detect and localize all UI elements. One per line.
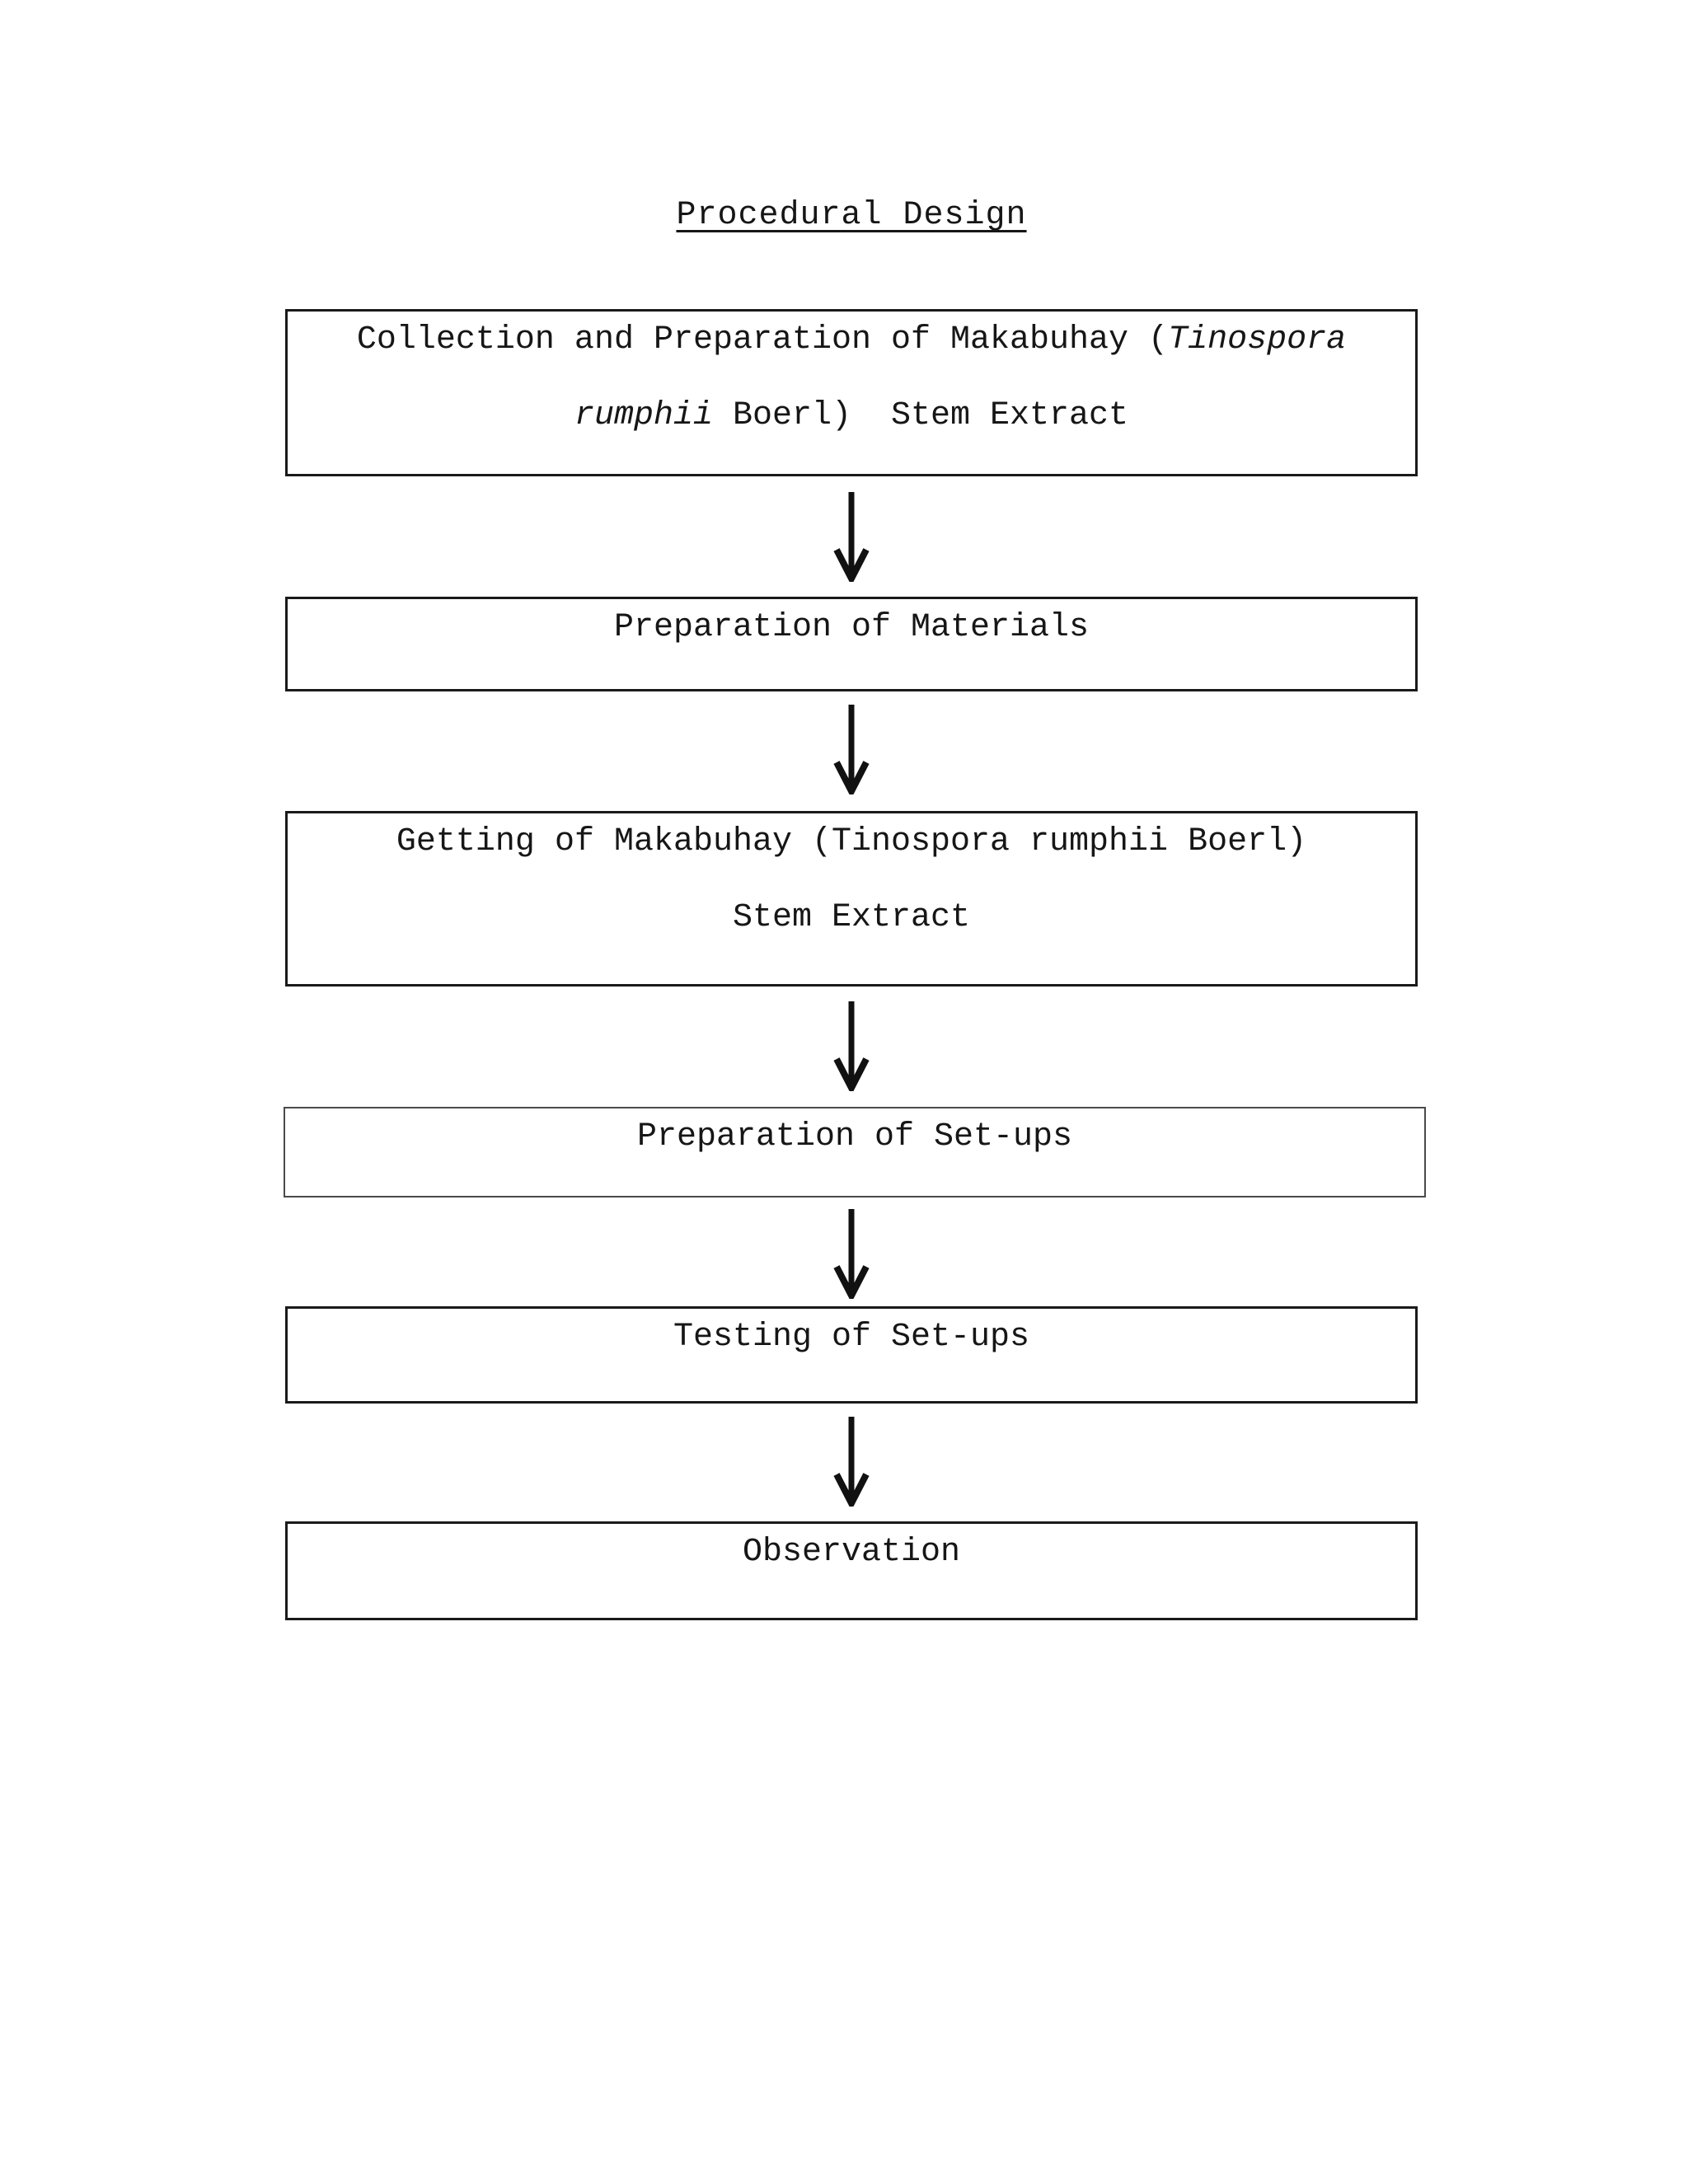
down-arrow-icon [833, 1417, 870, 1507]
page-title: Procedural Design [676, 197, 1027, 234]
flow-box-label: Preparation of Set-ups [636, 1118, 1073, 1155]
flow-box-label: Observation [742, 1534, 961, 1571]
flow-box-label: Getting of Makabuhay (Tinospora rumphii … [396, 823, 1307, 936]
flow-box-preparation-of-set-ups: Preparation of Set-ups [284, 1107, 1426, 1197]
flow-box-label: Testing of Set-ups [673, 1319, 1030, 1356]
down-arrow-icon [833, 1001, 870, 1091]
flow-box-label: Collection and Preparation of Makabuhay … [356, 321, 1347, 434]
flow-box-label: Preparation of Materials [613, 609, 1090, 646]
flow-box-testing-of-set-ups: Testing of Set-ups [285, 1306, 1418, 1404]
flow-box-observation: Observation [285, 1521, 1418, 1620]
down-arrow-icon [833, 492, 870, 582]
flow-box-preparation-of-materials: Preparation of Materials [285, 597, 1418, 691]
flow-box-collection-and-preparation: Collection and Preparation of Makabuhay … [285, 309, 1418, 476]
down-arrow-icon [833, 1209, 870, 1299]
down-arrow-icon [833, 705, 870, 794]
flow-box-getting-of-stem-extract: Getting of Makabuhay (Tinospora rumphii … [285, 811, 1418, 987]
